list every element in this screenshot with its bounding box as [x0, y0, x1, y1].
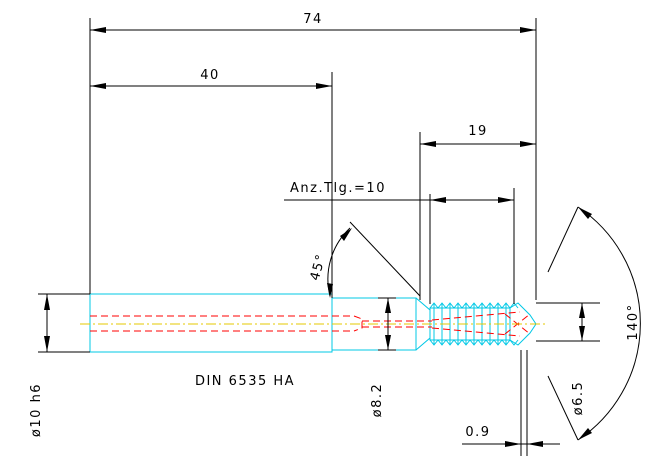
dim-overall-length: 74: [89, 12, 537, 300]
dim-thread-length: 19: [419, 124, 536, 300]
dim-point-angle: 140°: [547, 206, 641, 441]
thread-length-text: 19: [468, 124, 488, 139]
flutes-note-text: Anz.Tlg.=10: [290, 181, 386, 196]
point-angle-text: 140°: [626, 303, 641, 340]
dim-tip-offset: 0.9: [462, 350, 560, 456]
dim-shank-length: 40: [90, 68, 333, 298]
tool-body: [80, 293, 548, 353]
shank-diameter-text: ø10 h6: [29, 383, 44, 437]
dim-neck-diameter: ø8.2: [370, 297, 396, 418]
overall-length-text: 74: [303, 12, 323, 27]
chamfer-angle-text: 45°: [308, 252, 330, 282]
tip-diameter-text: ø6.5: [571, 381, 586, 416]
standard-label: DIN 6535 HA: [195, 374, 295, 389]
shank-outline: [89, 293, 333, 353]
shank-length-text: 40: [200, 68, 220, 83]
neck-diameter-text: ø8.2: [370, 383, 385, 418]
dim-flutes: Anz.Tlg.=10: [284, 181, 515, 304]
tip-offset-text: 0.9: [465, 425, 490, 440]
dim-shank-diameter: ø10 h6: [29, 293, 90, 437]
dim-chamfer-angle: 45°: [308, 221, 421, 298]
dim-tip-diameter: ø6.5: [536, 302, 600, 416]
